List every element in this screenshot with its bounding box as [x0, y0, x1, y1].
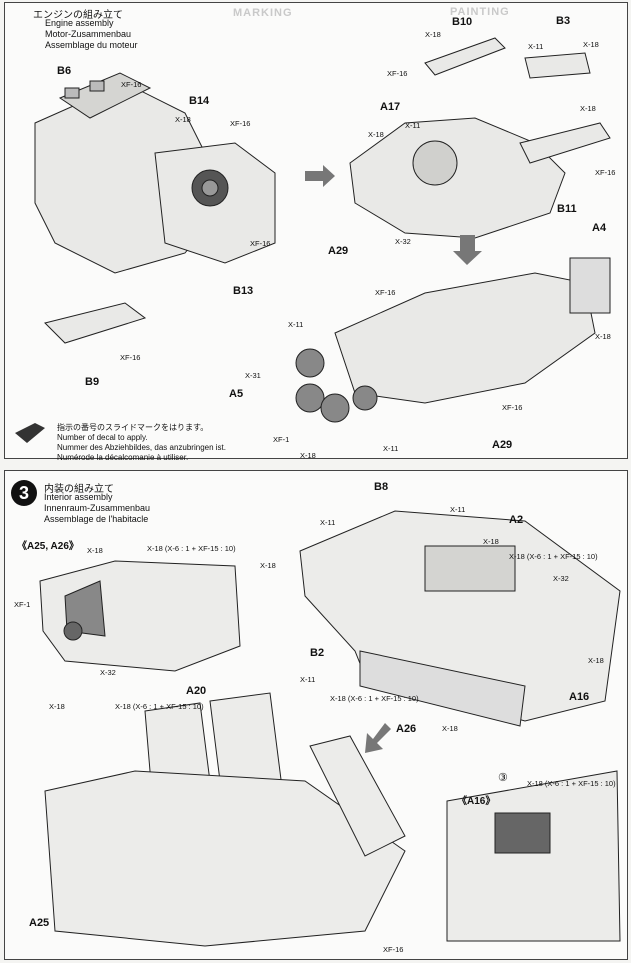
part-label-b2: B2: [310, 647, 325, 659]
part-label-b9: B9: [85, 376, 100, 388]
intake-b10: [424, 37, 506, 76]
decal-number-marker: ③: [498, 772, 508, 784]
paint-x11-2: X-11: [405, 121, 421, 130]
paint-x11-3: X-11: [288, 320, 304, 329]
paint-xf16-4: XF-16: [120, 353, 141, 362]
paint-x18-7: X-18: [300, 451, 316, 460]
step2-title: Engine assembly Motor-Zusammenbau Assemb…: [45, 18, 138, 50]
paint-x11-i1: X-11: [320, 518, 336, 527]
interior-illustration: [39, 510, 621, 947]
part-label-a17: A17: [380, 101, 401, 113]
paint-x11-4: X-11: [383, 444, 399, 453]
part-label-a4: A4: [592, 222, 607, 234]
paint-x18-i2: X-18: [260, 561, 276, 570]
paint-x18-i5: X-18: [442, 724, 458, 733]
door-a26: [309, 735, 406, 857]
part-label-a5: A5: [229, 388, 244, 400]
floor-pan: [44, 770, 406, 947]
paint-x18-6: X-18: [595, 332, 611, 341]
decal-note: 指示の番号のスライドマークをはります。 Number of decal to a…: [57, 423, 226, 462]
paint-mix-i1: X-18 (X-6 : 1 + XF-15 : 10): [147, 544, 236, 553]
part-b3: [524, 52, 591, 79]
engine-assembled: [349, 117, 566, 239]
step-arrow: [305, 165, 335, 187]
center-console: [424, 545, 516, 592]
step2-title-jp: エンジンの組み立て: [33, 10, 123, 21]
paint-x18-i6: X-18: [49, 702, 65, 711]
step-arrow-diagonal: [365, 723, 391, 753]
paint-x18-4: X-18: [580, 104, 596, 113]
marking-ghost-text: MARKING: [233, 7, 293, 19]
interior-assembly-panel: 3 内装の組み立て Interior assembly Innenraum-Zu…: [4, 470, 628, 960]
paint-x32-1: X-32: [395, 237, 411, 246]
paint-x18-5: X-18: [368, 130, 384, 139]
paint-xf16-5: XF-16: [387, 69, 408, 78]
part-label-a29-top: A29: [328, 245, 349, 257]
paint-x18-3: X-18: [583, 40, 599, 49]
painting-ghost-text: PAINTING: [450, 6, 510, 18]
part-label-b3: B3: [556, 15, 571, 27]
paint-x32-i1: X-32: [100, 668, 116, 677]
part-label-a25: A25: [29, 917, 50, 929]
paint-x18-1: X-18: [175, 115, 191, 124]
paint-xf16-7: XF-16: [375, 288, 396, 297]
paint-xf16-1: XF-16: [121, 80, 142, 89]
engine-assembly-panel: エンジンの組み立て Engine assembly Motor-Zusammen…: [4, 2, 628, 462]
part-label-b10: B10: [452, 16, 473, 28]
decal-icon: [15, 423, 45, 443]
paint-x11-1: X-11: [528, 42, 544, 51]
oil-pan-b9: [44, 302, 147, 344]
part-a4: [569, 257, 611, 314]
step3-title: Interior assembly Innenraum-Zusammenbau …: [44, 492, 151, 524]
paint-xf16-2: XF-16: [230, 119, 251, 128]
part-label-b14: B14: [189, 95, 210, 107]
part-label-a26: A26: [396, 723, 417, 735]
paint-mix-i3: X-18 (X-6 : 1 + XF-15 : 10): [330, 694, 419, 703]
inset-a16-panel: [446, 770, 621, 942]
down-arrow: [453, 235, 482, 265]
paint-x18-2: X-18: [425, 30, 441, 39]
paint-xf1-i: XF-1: [14, 600, 31, 609]
part-label-b6: B6: [57, 65, 72, 77]
paint-x31: X-31: [245, 371, 261, 380]
paint-mix-i5: X-18 (X-6 : 1 + XF-15 : 10): [527, 779, 616, 788]
part-label-a20: A20: [186, 685, 207, 697]
paint-x18-i3: X-18: [483, 537, 499, 546]
paint-xf16-3: XF-16: [250, 239, 271, 248]
paint-mix-i4: X-18 (X-6 : 1 + XF-15 : 10): [115, 702, 204, 711]
paint-x18-i1: X-18: [87, 546, 103, 555]
paint-x11-i3: X-11: [300, 675, 316, 684]
paint-xf16-i: XF-16: [383, 945, 404, 954]
decal-grille: [494, 812, 551, 854]
step3-title-jp: 内装の組み立て: [44, 484, 114, 495]
part-label-a16: A16: [569, 691, 590, 703]
paint-xf16-8: XF-16: [502, 403, 523, 412]
engine-illustration: [15, 37, 611, 443]
paint-xf1: XF-1: [273, 435, 290, 444]
intake-b11: [519, 122, 611, 164]
inset-label-a16: 《A16》: [457, 796, 496, 807]
inset-label-a25-a26: 《A25, A26》: [17, 541, 79, 552]
paint-mix-i2: X-18 (X-6 : 1 + XF-15 : 10): [509, 552, 598, 561]
paint-x32-i2: X-32: [553, 574, 569, 583]
paint-xf16-6: XF-16: [595, 168, 616, 177]
part-label-b11: B11: [557, 203, 577, 215]
paint-x11-i2: X-11: [450, 505, 466, 514]
part-label-b13: B13: [233, 285, 254, 297]
paint-x18-i4: X-18: [588, 656, 604, 665]
part-label-b8: B8: [374, 481, 389, 493]
part-label-a29-bottom: A29: [492, 439, 513, 451]
part-label-a2: A2: [509, 514, 524, 526]
step-number: 3: [11, 480, 37, 506]
engine-final: [334, 272, 596, 404]
